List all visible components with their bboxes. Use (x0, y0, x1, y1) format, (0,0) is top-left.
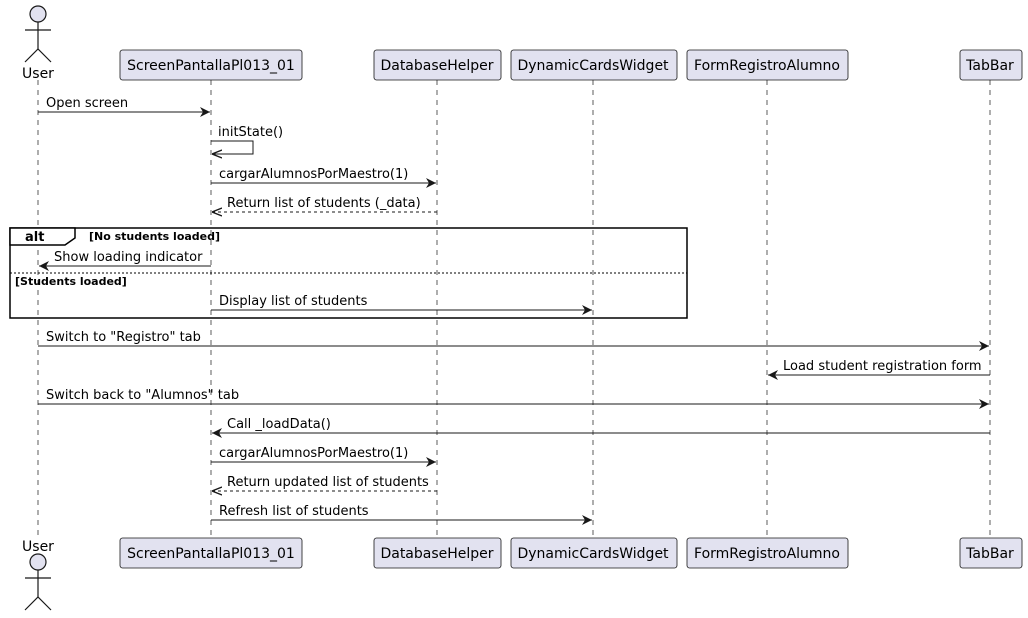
alt-guard-first: [No students loaded] (89, 230, 220, 243)
messages: Open screen initState() cargarAlumnosPorMa… (38, 96, 990, 525)
participant-label: DatabaseHelper (380, 58, 493, 74)
message-label: Open screen (46, 96, 128, 111)
message-5: Show loading indicator (39, 250, 211, 271)
participants: UserUserScreenPantallaPl013_01ScreenPant… (22, 5, 1023, 611)
lifelines (37, 80, 991, 538)
participant-screen-bottom: ScreenPantallaPl013_01 (119, 537, 303, 569)
participant-db-top: DatabaseHelper (373, 49, 502, 81)
message-label: Show loading indicator (54, 250, 203, 265)
participant-db-bottom: DatabaseHelper (373, 537, 502, 569)
message-label: Display list of students (219, 294, 368, 309)
participant-screen-top: ScreenPantallaPl013_01 (119, 49, 303, 81)
participant-user-top: User (22, 5, 54, 82)
participant-label: TabBar (965, 546, 1014, 562)
message-label: Switch to "Registro" tab (46, 330, 201, 345)
participant-label: DynamicCardsWidget (517, 58, 669, 74)
alt-fragment-label-box (9, 227, 76, 246)
participant-box (959, 49, 1023, 81)
message-label: Refresh list of students (219, 504, 369, 519)
actor-legs-icon (24, 596, 52, 611)
message-2: initState() (211, 125, 283, 154)
alt-keyword: alt (25, 230, 44, 245)
participant-label: DynamicCardsWidget (517, 546, 669, 562)
message-8: Load student registration form (768, 359, 990, 380)
actor-head-icon (29, 5, 47, 23)
message-12: Return updated list of students (212, 475, 437, 491)
message-label: initState() (218, 125, 283, 140)
participant-box (686, 537, 849, 569)
participant-user-bottom: User (22, 539, 54, 611)
participant-label: ScreenPantallaPl013_01 (127, 58, 295, 74)
participant-box (510, 537, 678, 569)
alt-guard-second: [Students loaded] (15, 275, 127, 288)
participant-label: TabBar (965, 58, 1014, 74)
participant-label: FormRegistroAlumno (694, 546, 840, 562)
message-1: Open screen (38, 96, 210, 117)
participant-box (373, 537, 502, 569)
participant-label: User (22, 539, 54, 555)
message-label: Load student registration form (783, 359, 982, 374)
actor-head-icon (29, 553, 47, 571)
participant-tabbar-top: TabBar (959, 49, 1023, 81)
message-10: Call _loadData() (212, 417, 990, 438)
message-label: cargarAlumnosPorMaestro(1) (219, 446, 408, 461)
message-arrow (211, 140, 254, 154)
message-3: cargarAlumnosPorMaestro(1) (211, 167, 436, 188)
participant-form-top: FormRegistroAlumno (686, 49, 849, 81)
participant-box (959, 537, 1023, 569)
participant-cards-bottom: DynamicCardsWidget (510, 537, 678, 569)
message-label: Switch back to "Alumnos" tab (46, 388, 239, 403)
participant-cards-top: DynamicCardsWidget (510, 49, 678, 81)
message-11: cargarAlumnosPorMaestro(1) (211, 446, 436, 467)
participant-box (510, 49, 678, 81)
message-label: cargarAlumnosPorMaestro(1) (219, 167, 408, 182)
message-7: Switch to "Registro" tab (38, 330, 989, 351)
participant-label: DatabaseHelper (380, 546, 493, 562)
participant-box (686, 49, 849, 81)
participant-box (373, 49, 502, 81)
participant-box (119, 49, 303, 81)
message-9: Switch back to "Alumnos" tab (38, 388, 989, 409)
alt-fragment: alt [No students loaded] [Students loade… (9, 227, 688, 319)
participant-tabbar-bottom: TabBar (959, 537, 1023, 569)
message-6: Display list of students (211, 294, 592, 315)
participant-box (119, 537, 303, 569)
message-label: Return list of students (_data) (227, 196, 421, 211)
participant-form-bottom: FormRegistroAlumno (686, 537, 849, 569)
message-4: Return list of students (_data) (212, 196, 437, 212)
participant-label: FormRegistroAlumno (694, 58, 840, 74)
message-label: Call _loadData() (227, 417, 331, 432)
message-13: Refresh list of students (211, 504, 592, 525)
actor-legs-icon (24, 48, 52, 63)
message-label: Return updated list of students (227, 475, 429, 490)
participant-label: User (22, 66, 54, 82)
participant-label: ScreenPantallaPl013_01 (127, 546, 295, 562)
